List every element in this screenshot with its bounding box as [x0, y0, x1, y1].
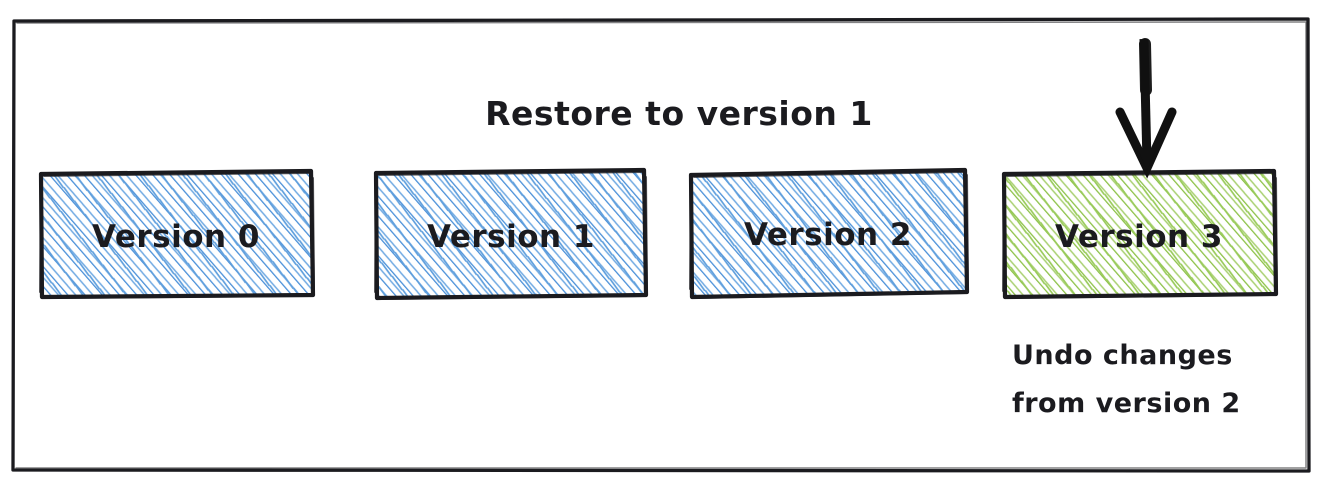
diagram-title: Restore to version 1: [485, 94, 873, 133]
undo-note: Undo changes from version 2: [1012, 340, 1241, 419]
version-box-1-label: Version 1: [427, 219, 595, 255]
version-box-3[interactable]: Version 3: [999, 165, 1281, 303]
version-box-0[interactable]: Version 0: [36, 166, 320, 304]
version-box-0-fill: [41, 171, 313, 297]
version-box-2[interactable]: Version 2: [686, 164, 974, 304]
undo-note-line-1: Undo changes: [1012, 340, 1233, 371]
version-box-1[interactable]: Version 1: [371, 165, 653, 305]
version-box-1-fill: [376, 170, 646, 298]
version-box-0-label: Version 0: [92, 219, 260, 255]
version-box-3-fill: [1004, 171, 1276, 297]
down-arrow-icon: [1115, 38, 1177, 179]
undo-note-line-2: from version 2: [1012, 388, 1241, 419]
version-box-2-fill: [691, 170, 967, 297]
outer-frame: [11, 17, 1311, 473]
version-box-3-label: Version 3: [1055, 219, 1223, 255]
version-box-2-label: Version 2: [744, 217, 912, 253]
